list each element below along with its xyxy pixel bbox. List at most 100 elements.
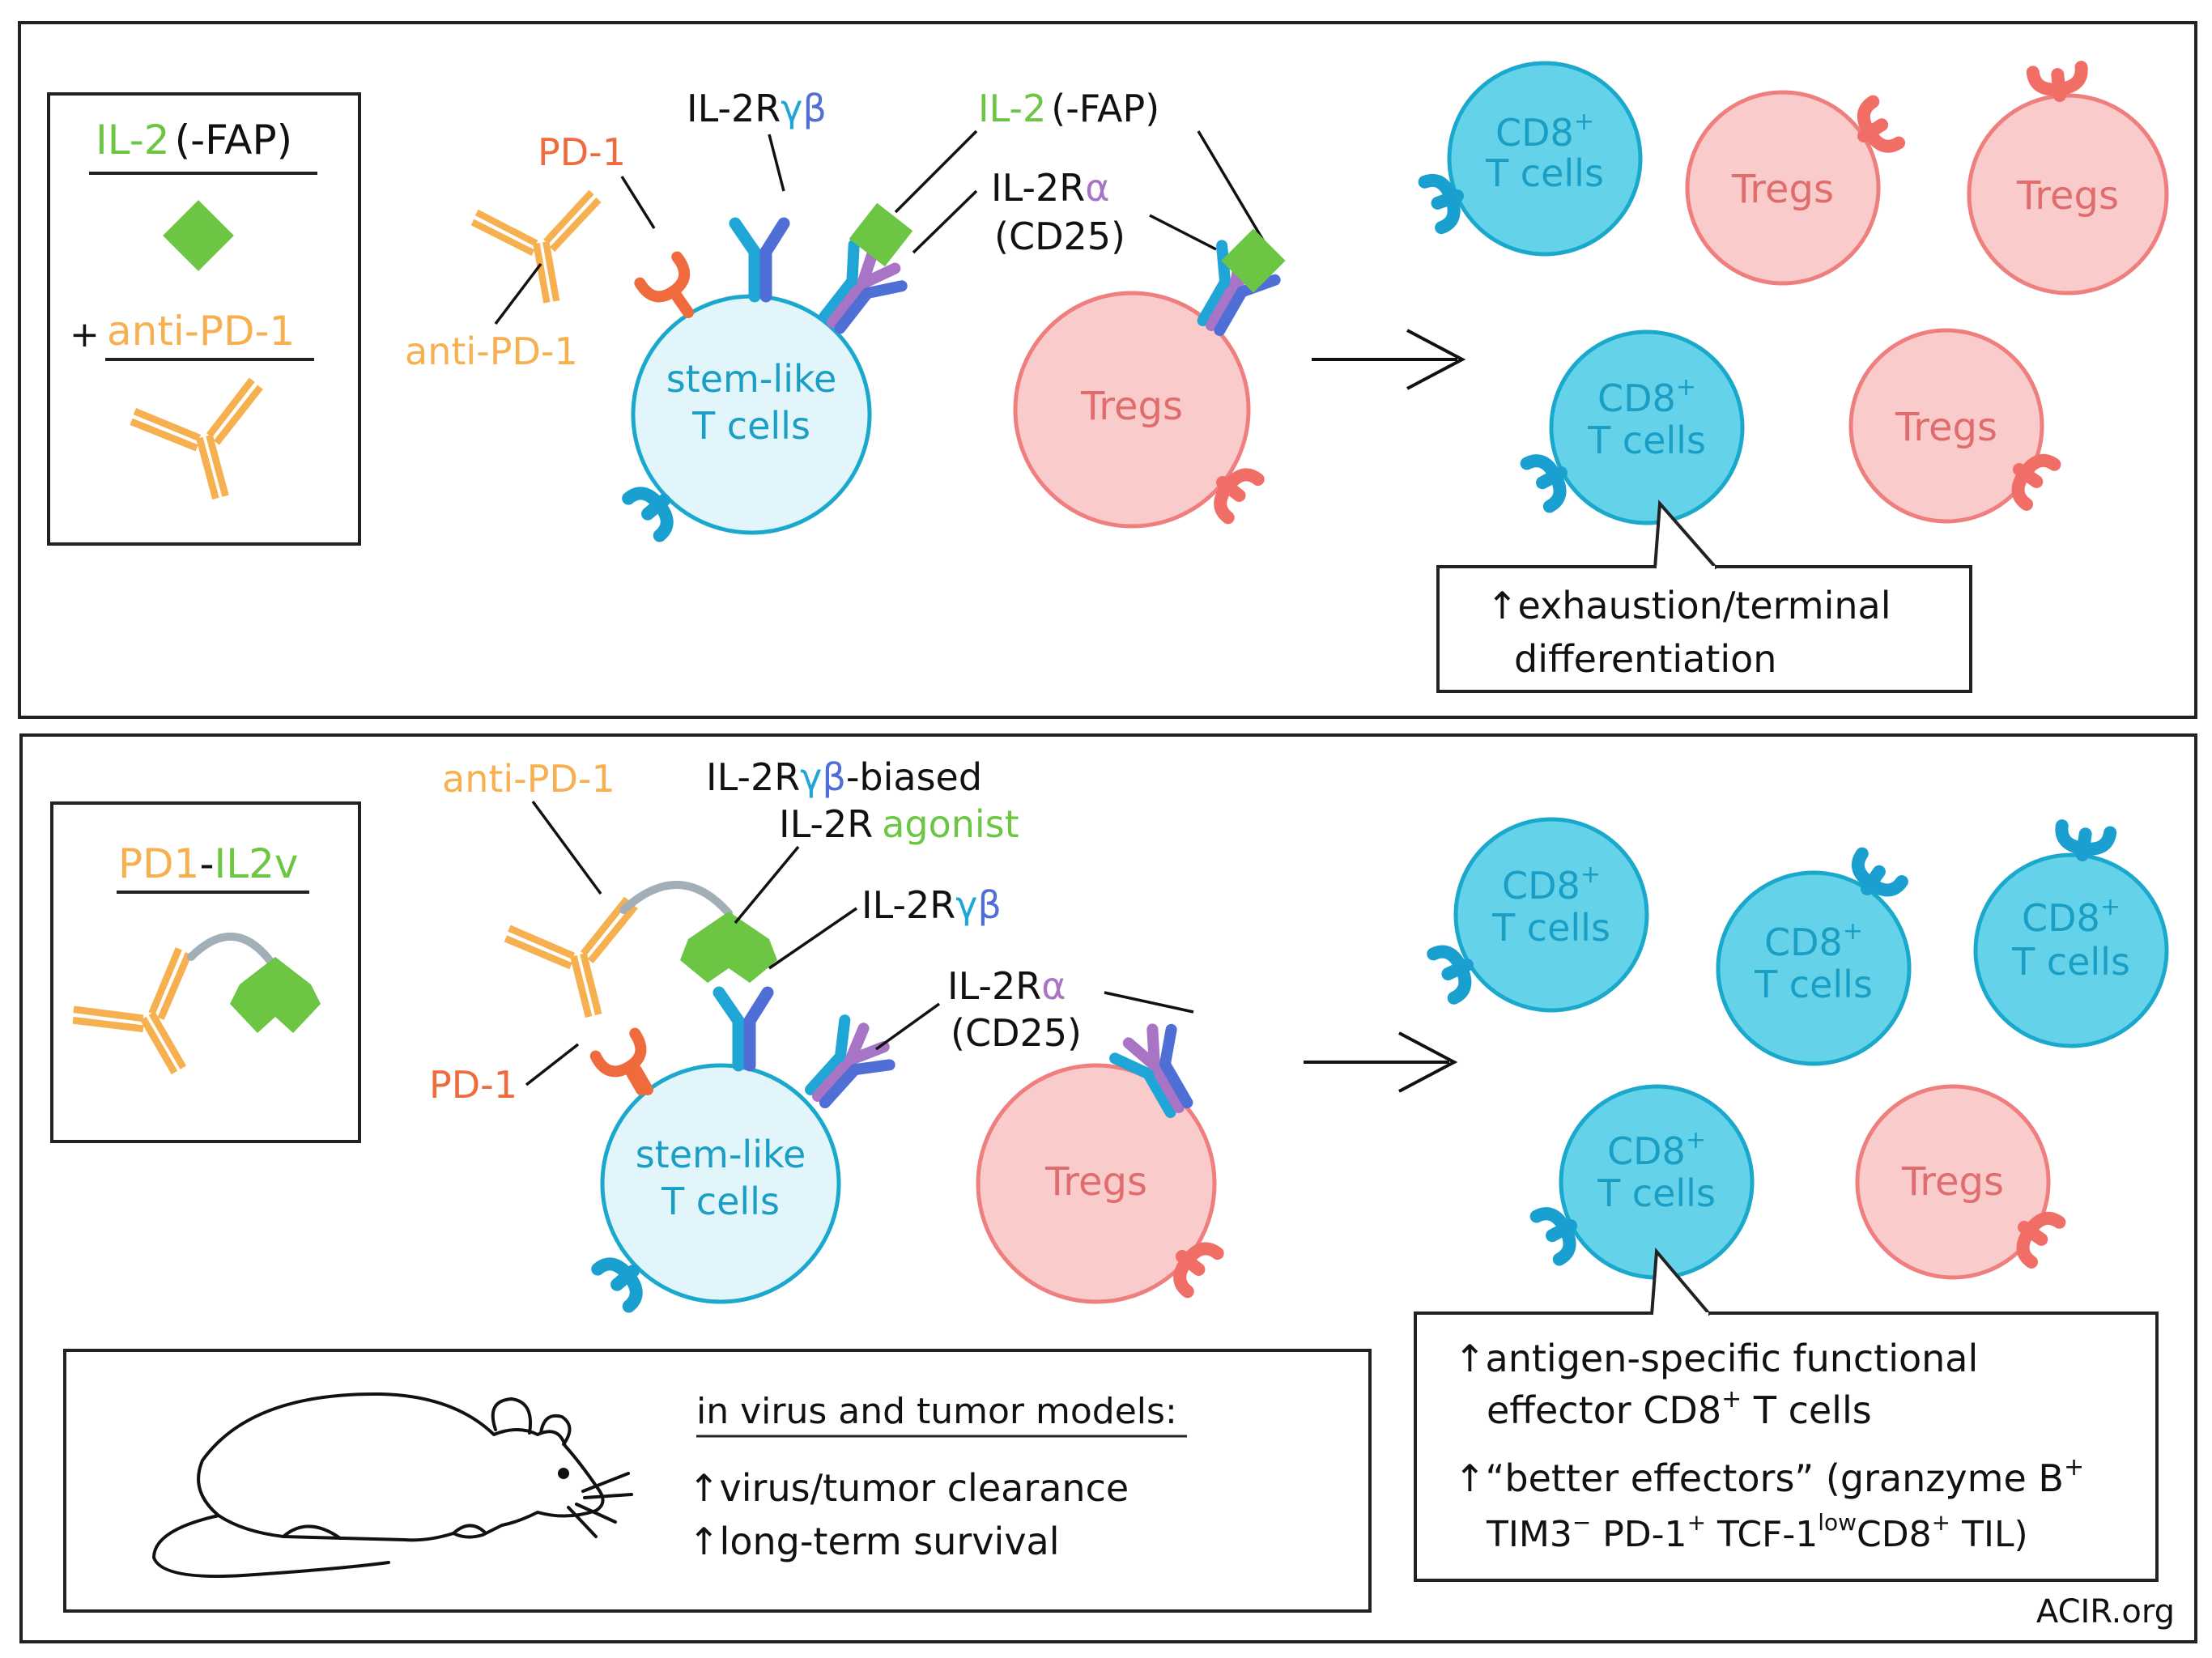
- legend-il2v-part: IL2v: [215, 840, 299, 887]
- top-treg-cell-3: Tregs: [1967, 67, 2169, 295]
- bottom-panel-frame: [19, 733, 2197, 1643]
- bottom-rgb-label: IL-2Rγβ: [861, 883, 1002, 927]
- bottom-cd8-cell-4: CD8+ T cells: [1537, 1084, 1755, 1280]
- bottom-trimer-receptor: [795, 1015, 896, 1118]
- bottom-stem-label-2: T cells: [661, 1180, 780, 1223]
- svg-text:T cells: T cells: [1485, 151, 1604, 195]
- mouse-box-line1: ↑virus/tumor clearance: [688, 1466, 1129, 1510]
- mouse-box-heading: in virus and tumor models:: [696, 1391, 1177, 1432]
- bottom-outcome-pointer: [1650, 1247, 1712, 1316]
- svg-text:T cells: T cells: [1754, 963, 1873, 1006]
- bottom-antipd1-leader: [531, 800, 602, 895]
- top-treg-cell-2: Tregs: [1685, 90, 1899, 286]
- top-ralpha-leader-right: [1149, 214, 1217, 251]
- top-outcome-line2: differentiation: [1514, 637, 1776, 681]
- top-stem-label-1: stem-like: [666, 357, 837, 401]
- top-treg-il2: [1221, 228, 1286, 293]
- bottom-antipd1-label: anti-PD-1: [442, 757, 615, 801]
- svg-text:T cells: T cells: [1597, 1171, 1716, 1215]
- svg-text:CD8+: CD8+: [1597, 373, 1696, 420]
- bottom-outcome-box: [1414, 1312, 2159, 1582]
- bottom-fusion-il2v: [680, 912, 777, 983]
- top-il2-leader-right: [1197, 130, 1266, 244]
- svg-text:CD8+: CD8+: [2022, 893, 2121, 940]
- bottom-biased-label: IL-2Rγβ-biased: [706, 755, 982, 799]
- top-legend-title: IL-2(-FAP): [96, 117, 292, 164]
- top-antipd1-leader: [494, 262, 542, 325]
- bottom-stem-cell: [600, 1063, 841, 1304]
- top-cd8-cell-2: CD8+ T cells: [1527, 329, 1745, 525]
- top-il2-leader-left: [894, 130, 978, 214]
- bottom-treg-cell: [976, 1063, 1217, 1304]
- svg-text:Tregs: Tregs: [1901, 1159, 2004, 1205]
- svg-text:CD8+: CD8+: [1764, 917, 1863, 964]
- bottom-outcome-line4: TIM3− PD-1+ TCF-1lowCD8+ TIL): [1486, 1509, 2028, 1555]
- top-arrow-head: [1406, 329, 1466, 390]
- svg-text:T cells: T cells: [1587, 419, 1706, 462]
- bottom-agonist-leader: [734, 845, 800, 925]
- top-antipd1-label: anti-PD-1: [405, 329, 578, 373]
- bottom-fusion-antibody: [504, 897, 659, 1031]
- top-ralpha-leader-left: [912, 189, 978, 254]
- legend-pd1-part: PD1: [118, 840, 199, 887]
- top-cd25-label: (CD25): [994, 215, 1125, 258]
- top-il2-text: IL-2: [978, 87, 1046, 130]
- bottom-arrow-head: [1398, 1031, 1458, 1093]
- credit-label: ACIR.org: [2036, 1593, 2175, 1630]
- svg-text:Tregs: Tregs: [2016, 173, 2119, 219]
- svg-text:Tregs: Tregs: [1895, 405, 1997, 450]
- bottom-rgb-receptor: [719, 993, 768, 1065]
- top-outcome-line1: ↑exhaustion/terminal: [1487, 584, 1891, 627]
- bottom-legend-box: [50, 801, 361, 1143]
- top-ralpha-prefix: IL-2R: [991, 166, 1085, 210]
- top-il2fap-label: IL-2(-FAP): [978, 87, 1159, 130]
- bottom-fusion-linker: [619, 881, 733, 917]
- top-rgb-gamma: γ: [781, 87, 802, 130]
- bottom-stem-label-1: stem-like: [636, 1133, 806, 1176]
- bottom-legend-title: PD1-IL2v: [118, 840, 299, 887]
- svg-text:CD8+: CD8+: [1495, 108, 1594, 155]
- legend-dash: -: [199, 840, 214, 887]
- legend-plus-sign: +: [70, 314, 100, 355]
- top-rgb-beta: β: [802, 87, 826, 130]
- bottom-cd8-cell-2: CD8+ T cells: [1716, 854, 1912, 1066]
- top-treg-label: Tregs: [1080, 384, 1183, 429]
- top-stem-label-2: T cells: [691, 404, 810, 448]
- mouse-illustration: [152, 1392, 633, 1579]
- svg-text:CD8+: CD8+: [1607, 1126, 1706, 1173]
- bottom-agonist-suffix: agonist: [882, 802, 1019, 846]
- legend-fusion-linker: [187, 933, 276, 967]
- legend-il2-diamond: [163, 200, 234, 271]
- top-pd1-label: PD-1: [538, 130, 626, 174]
- top-ralpha-alpha: α: [1085, 166, 1109, 210]
- top-treg-cell: [1013, 291, 1251, 529]
- top-rgb-leader: [768, 134, 785, 192]
- bottom-treg-cell-2: Tregs: [1855, 1084, 2059, 1280]
- bottom-rgb-beta: β: [977, 883, 1001, 927]
- legend-antipd1-label: anti-PD-1: [107, 308, 295, 355]
- legend-fusion-antibody: [68, 946, 236, 1103]
- top-cd8-cell-1: CD8+ T cells: [1425, 61, 1643, 257]
- bottom-ralpha-leader-right: [1104, 991, 1194, 1014]
- mouse-box: [63, 1349, 1372, 1613]
- bottom-outcome-line3: ↑“better effectors” (granzyme B+: [1454, 1453, 2084, 1500]
- top-treg-cell-4: Tregs: [1848, 328, 2054, 524]
- svg-text:CD8+: CD8+: [1502, 861, 1601, 908]
- svg-text:Tregs: Tregs: [1731, 167, 1834, 212]
- bottom-agonist-prefix: IL-2R: [779, 802, 872, 846]
- bottom-pd1-leader: [525, 1043, 580, 1086]
- top-pd1-leader: [620, 176, 656, 229]
- bottom-rgb-prefix: IL-2R: [861, 883, 955, 927]
- svg-text:T cells: T cells: [1491, 906, 1610, 950]
- bottom-treg-label: Tregs: [1044, 1159, 1147, 1205]
- legend-fusion-il2v: [230, 957, 321, 1033]
- bottom-biased-prefix: IL-2R: [706, 755, 800, 799]
- legend-fap-label: (-FAP): [175, 117, 293, 164]
- legend-antibody-icon: [129, 378, 285, 514]
- top-panel-frame: [18, 21, 2197, 719]
- bottom-rgb-gamma: γ: [955, 883, 977, 927]
- bottom-biased-gamma: γ: [800, 755, 822, 799]
- legend-il2-label: IL-2: [96, 117, 170, 164]
- bottom-pd1-label: PD-1: [429, 1063, 517, 1107]
